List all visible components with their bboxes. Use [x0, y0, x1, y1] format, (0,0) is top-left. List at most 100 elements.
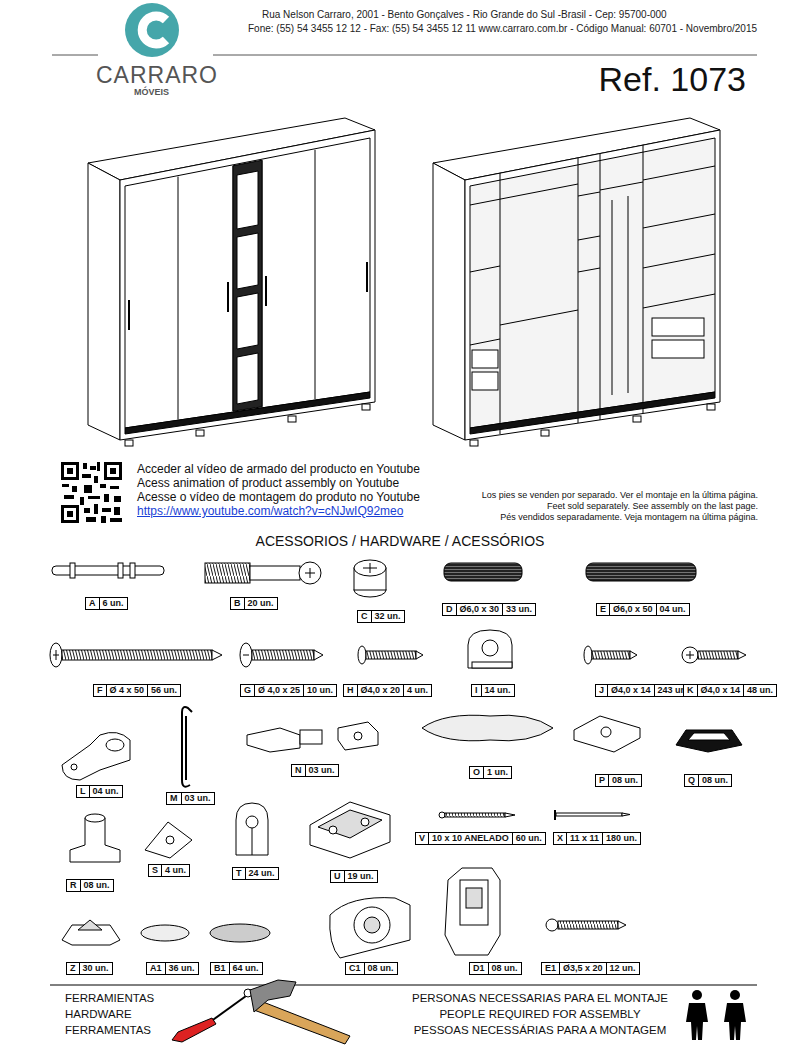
wardrobe-closed: [265, 276, 267, 306]
wardrobe-open: [578, 236, 600, 240]
hardware-pieces: [205, 563, 250, 583]
part-spec: Ø4,0 x 14: [697, 685, 744, 696]
qr-code: [104, 462, 122, 480]
part-spec: 11 x 11: [566, 833, 602, 844]
part-spec: 03 un.: [305, 765, 338, 776]
hardware-heading: ACESSORIOS / HARDWARE / ACESSÓRIOS: [256, 533, 545, 549]
wardrobe-open: [707, 404, 715, 410]
part-spec: 19 un.: [344, 871, 377, 882]
hardware-pieces: [738, 651, 746, 659]
hardware-pieces: [361, 818, 369, 826]
part-label: E1Ø3,5 x 2012 un.: [541, 962, 640, 975]
hardware-pieces: [310, 568, 311, 578]
part-label: GØ 4,0 x 2510 un.: [240, 684, 337, 697]
tools-label: FERRAMENTAS: [65, 1024, 151, 1037]
part-letter: X: [554, 833, 566, 844]
part-spec: 56 un.: [147, 685, 180, 696]
wardrobe-open: [470, 184, 578, 205]
hardware-pieces: [472, 662, 512, 668]
qr-code: [94, 476, 98, 483]
part-letter: E1: [542, 963, 559, 974]
hardware-pieces: [310, 802, 390, 858]
hardware-pieces: [50, 643, 62, 667]
part-spec: 30 un.: [79, 963, 112, 974]
part-spec: 08 un.: [698, 775, 731, 786]
hardware-pieces: [592, 651, 630, 659]
part-spec: 12 un.: [606, 963, 639, 974]
qr-code: [110, 468, 116, 474]
wardrobe-open: [500, 310, 578, 325]
video-link: https://www.youtube.com/watch?v=cNJwIQ92…: [137, 505, 403, 519]
people-icons: [724, 1003, 746, 1040]
hardware-pieces: [247, 728, 300, 752]
tools: [254, 1000, 350, 1044]
hardware-pieces: [676, 730, 742, 752]
hardware-pieces: [601, 727, 611, 737]
part-label: A136 un.: [146, 962, 199, 975]
wardrobe-closed: [128, 300, 130, 330]
header-rule: [52, 55, 757, 56]
wardrobe-open: [643, 145, 644, 413]
part-spec: 20 un.: [244, 598, 277, 609]
hardware-pieces: [682, 647, 698, 663]
part-spec: 04 un.: [656, 604, 689, 615]
people-icons: [730, 990, 740, 1000]
hardware-pieces: [210, 924, 270, 942]
part-letter: A1: [147, 963, 165, 974]
wardrobe-open: [470, 266, 500, 272]
wardrobe-closed: [227, 282, 229, 312]
hardware-pieces: [690, 651, 691, 659]
hardware-pieces: [56, 650, 57, 660]
part-spec: 32 un.: [371, 611, 404, 622]
part-spec: 33 un.: [502, 604, 535, 615]
wardrobe-closed: [233, 160, 262, 411]
hardware-pieces: [482, 640, 498, 656]
wardrobe-closed: [288, 416, 296, 422]
tools: [172, 980, 350, 1044]
qr-code: [97, 462, 100, 471]
part-letter: H: [344, 685, 357, 696]
hardware-pieces: [70, 563, 75, 578]
wardrobe-open: [652, 318, 704, 336]
logo: [125, 3, 179, 57]
tools: [250, 980, 296, 1012]
part-letter: G: [241, 685, 254, 696]
header-contact: Fone: (55) 54 3455 12 12 - Fax: (55) 54 …: [248, 23, 757, 35]
hardware-pieces: [688, 733, 730, 740]
part-letter: P: [596, 775, 608, 786]
wardrobe-closed: [125, 186, 126, 428]
part-spec: 4 un.: [161, 865, 189, 876]
video-note: Acesse o vídeo de montagem do produto no…: [137, 491, 420, 505]
wardrobe-open: [643, 294, 715, 308]
qr-code: [94, 504, 98, 514]
part-spec: 180 un.: [602, 833, 640, 844]
hardware-pieces: [354, 907, 390, 943]
qr-code: [64, 508, 76, 520]
reference-title: Ref. 1073: [599, 60, 746, 99]
feet-note: Los pies se venden por separado. Ver el …: [482, 490, 758, 500]
hardware-pieces: [574, 716, 640, 752]
part-spec: 64 un.: [229, 963, 262, 974]
wardrobe-open: [470, 339, 500, 345]
wardrobe-closed: [370, 138, 371, 392]
part-spec: Ø 4,0 x 25: [254, 685, 303, 696]
hardware-pieces: [182, 780, 190, 787]
wardrobe-closed: [178, 177, 179, 420]
part-label: HØ4,0 x 204 un.: [343, 684, 432, 697]
feet-note: Pés vendidos separadamente. Veja montage…: [500, 512, 758, 522]
hardware-pieces: [460, 880, 488, 925]
part-letter: O: [470, 767, 483, 778]
video-note: Acess animation of product assembly on Y…: [137, 477, 399, 491]
wardrobe-open: [470, 440, 478, 446]
brand-name: CARRARO: [96, 62, 218, 88]
qr-code: [60, 461, 123, 524]
qr-code: [80, 497, 84, 505]
hardware-pieces: [240, 643, 252, 667]
wardrobe-closed: [120, 130, 375, 440]
wardrobe-open: [652, 340, 704, 358]
part-spec: 08 un.: [488, 963, 521, 974]
header-address: Rua Nelson Carraro, 2001 - Bento Gonçalv…: [262, 9, 667, 21]
hardware-pieces: [130, 563, 135, 578]
hardware-pieces: [252, 650, 314, 660]
hardware-pieces: [246, 816, 258, 828]
